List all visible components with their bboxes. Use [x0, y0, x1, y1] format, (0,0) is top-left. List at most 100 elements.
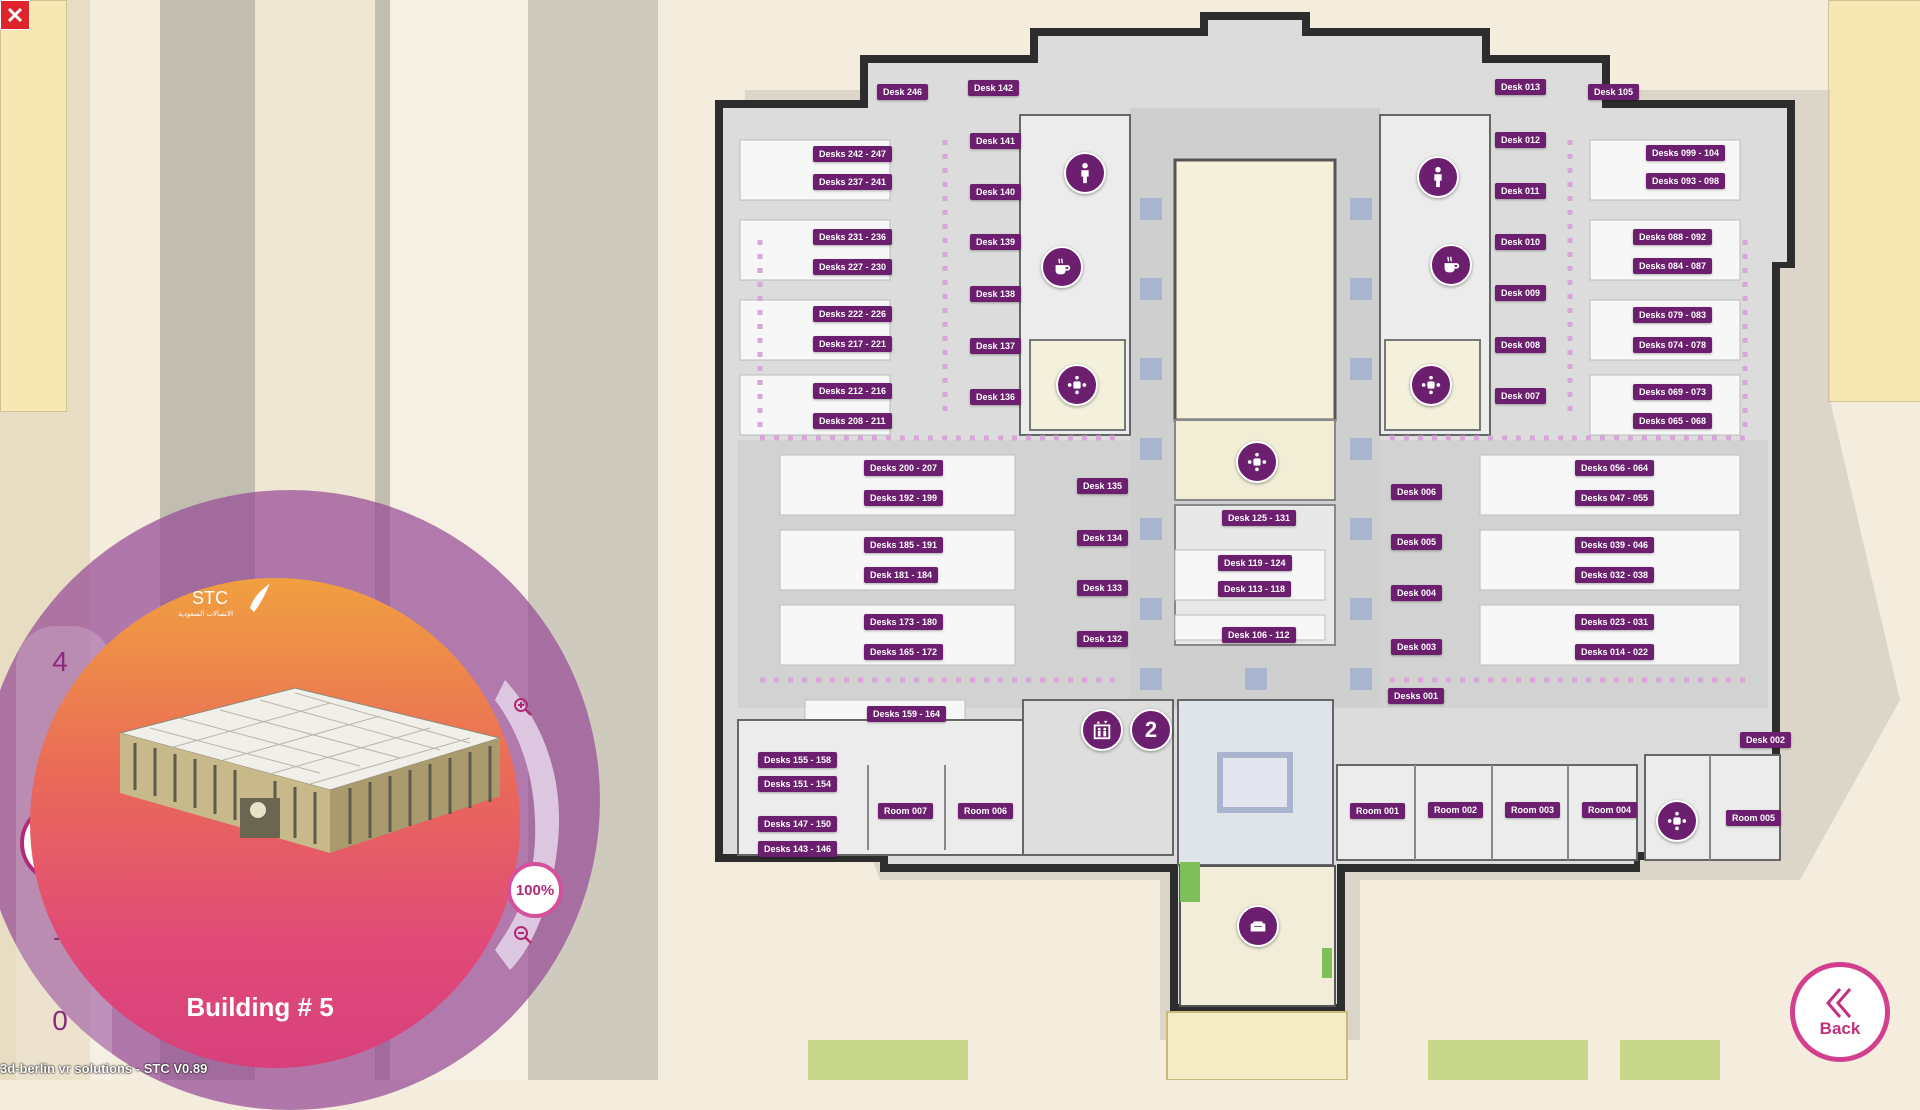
map-label[interactable]: Desk 134 [1077, 530, 1129, 546]
lounge-icon[interactable] [1237, 905, 1279, 947]
map-label[interactable]: Desks 227 - 230 [813, 259, 893, 275]
map-label[interactable]: Desks 069 - 073 [1633, 384, 1713, 400]
map-label[interactable]: Desk 139 [970, 234, 1022, 250]
map-label[interactable]: Room 006 [958, 803, 1014, 819]
map-label[interactable]: Desks 143 - 146 [758, 841, 838, 857]
map-label[interactable]: Desks 200 - 207 [864, 460, 944, 476]
elevator-icon[interactable] [1081, 709, 1123, 751]
floor-button-0[interactable]: 0 [52, 1005, 68, 1036]
map-label[interactable]: Desk 140 [970, 184, 1022, 200]
map-label[interactable]: Desk 105 [1588, 84, 1640, 100]
map-label[interactable]: Desk 119 - 124 [1218, 555, 1292, 571]
map-label[interactable]: Desk 004 [1391, 585, 1443, 601]
restroom-icon[interactable] [1064, 152, 1106, 194]
map-label[interactable]: Desk 008 [1495, 337, 1547, 353]
map-label[interactable]: Desk 137 [970, 338, 1022, 354]
map-label[interactable]: Desk 133 [1077, 580, 1129, 596]
map-label[interactable]: Desks 093 - 098 [1646, 173, 1726, 189]
lawn [808, 1040, 968, 1080]
zoom-in-button[interactable] [508, 692, 538, 722]
map-label[interactable]: Desks 047 - 055 [1575, 490, 1655, 506]
zoom-out-button[interactable] [508, 920, 538, 950]
zoom-in-icon [514, 698, 532, 716]
zoom-out-icon [514, 926, 532, 944]
map-label[interactable]: Desk 132 [1077, 631, 1129, 647]
map-label[interactable]: Desks 165 - 172 [864, 644, 944, 660]
map-label[interactable]: Desk 006 [1391, 484, 1443, 500]
map-label[interactable]: Desks 192 - 199 [864, 490, 944, 506]
map-label[interactable]: Desk 136 [970, 389, 1022, 405]
map-label[interactable]: Desk 013 [1495, 79, 1547, 95]
meeting-room-icon[interactable] [1410, 364, 1452, 406]
zoom-level-indicator[interactable]: 100% [507, 862, 563, 918]
floor-marker: 2 [1130, 709, 1172, 751]
map-label[interactable]: Desk 138 [970, 286, 1022, 302]
map-label[interactable]: Desk 181 - 184 [864, 567, 939, 583]
map-label[interactable]: Desk 002 [1740, 732, 1792, 748]
meeting-room-icon[interactable] [1056, 364, 1098, 406]
map-label[interactable]: Desks 151 - 154 [758, 776, 838, 792]
map-label[interactable]: Desks 212 - 216 [813, 383, 893, 399]
map-label[interactable]: Desk 010 [1495, 234, 1547, 250]
map-label[interactable]: Desks 099 - 104 [1646, 145, 1726, 161]
version-label: 3d-berlin vr solutions - STC V0.89 [0, 1061, 208, 1076]
back-button[interactable]: Back [1790, 962, 1890, 1062]
map-label[interactable]: Desk 113 - 118 [1218, 581, 1292, 597]
close-icon [7, 7, 23, 23]
map-label[interactable]: Desks 242 - 247 [813, 146, 893, 162]
map-label[interactable]: Desk 141 [970, 133, 1022, 149]
map-label[interactable]: Desk 142 [968, 80, 1020, 96]
map-label[interactable]: Desks 222 - 226 [813, 306, 893, 322]
map-label[interactable]: Desks 039 - 046 [1575, 537, 1655, 553]
close-button[interactable] [0, 0, 30, 30]
map-label[interactable]: Desk 009 [1495, 285, 1547, 301]
map-label[interactable]: Desks 084 - 087 [1633, 258, 1713, 274]
building-preview[interactable]: STC الاتصالات السعودية [30, 578, 520, 1068]
map-label[interactable]: Desk 012 [1495, 132, 1547, 148]
map-label[interactable]: Desks 217 - 221 [813, 336, 893, 352]
map-label[interactable]: Desk 005 [1391, 534, 1443, 550]
map-label[interactable]: Desk 003 [1391, 639, 1443, 655]
map-label[interactable]: Desks 023 - 031 [1575, 614, 1655, 630]
map-label[interactable]: Room 005 [1726, 810, 1782, 826]
meeting-room-icon[interactable] [1236, 441, 1278, 483]
map-label[interactable]: Desks 074 - 078 [1633, 337, 1713, 353]
map-label[interactable]: Room 007 [878, 803, 934, 819]
meeting-room-icon[interactable] [1656, 800, 1698, 842]
map-label[interactable]: Desks 155 - 158 [758, 752, 838, 768]
map-label[interactable]: Desks 065 - 068 [1633, 413, 1713, 429]
map-label[interactable]: Desks 185 - 191 [864, 537, 944, 553]
coffee-icon[interactable] [1430, 244, 1472, 286]
map-label[interactable]: Room 004 [1582, 802, 1638, 818]
stc-logo: STC الاتصالات السعودية [178, 583, 270, 618]
map-label[interactable]: Desk 246 [877, 84, 929, 100]
map-label[interactable]: Desk 011 [1495, 183, 1546, 199]
map-label[interactable]: Desks 056 - 064 [1575, 460, 1655, 476]
map-label[interactable]: Desk 106 - 112 [1222, 627, 1296, 643]
map-label[interactable]: Desks 231 - 236 [813, 229, 893, 245]
map-label[interactable]: Desk 135 [1077, 478, 1129, 494]
map-label[interactable]: Desks 173 - 180 [864, 614, 944, 630]
neighbor-building [0, 0, 67, 412]
map-label[interactable]: Desk 125 - 131 [1222, 510, 1297, 526]
map-label[interactable]: Room 002 [1428, 802, 1484, 818]
map-label[interactable]: Desks 088 - 092 [1633, 229, 1713, 245]
restroom-icon[interactable] [1417, 156, 1459, 198]
map-label[interactable]: Desk 007 [1495, 388, 1547, 404]
map-label[interactable]: Desks 208 - 211 [813, 413, 892, 429]
map-label[interactable]: Desks 237 - 241 [813, 174, 893, 190]
map-label[interactable]: Desks 079 - 083 [1633, 307, 1713, 323]
map-label[interactable]: Desks 032 - 038 [1575, 567, 1655, 583]
building-title: Building # 5 [186, 992, 334, 1022]
map-label[interactable]: Room 001 [1350, 803, 1406, 819]
svg-text:الاتصالات السعودية: الاتصالات السعودية [178, 610, 233, 618]
svg-text:STC: STC [192, 588, 228, 608]
lawn [1428, 1040, 1588, 1080]
floor-button-4[interactable]: 4 [52, 646, 68, 677]
map-label[interactable]: Room 003 [1505, 802, 1561, 818]
coffee-icon[interactable] [1041, 246, 1083, 288]
map-label[interactable]: Desks 159 - 164 [867, 706, 947, 722]
map-label[interactable]: Desks 001 [1388, 688, 1445, 704]
map-label[interactable]: Desks 147 - 150 [758, 816, 838, 832]
map-label[interactable]: Desks 014 - 022 [1575, 644, 1655, 660]
